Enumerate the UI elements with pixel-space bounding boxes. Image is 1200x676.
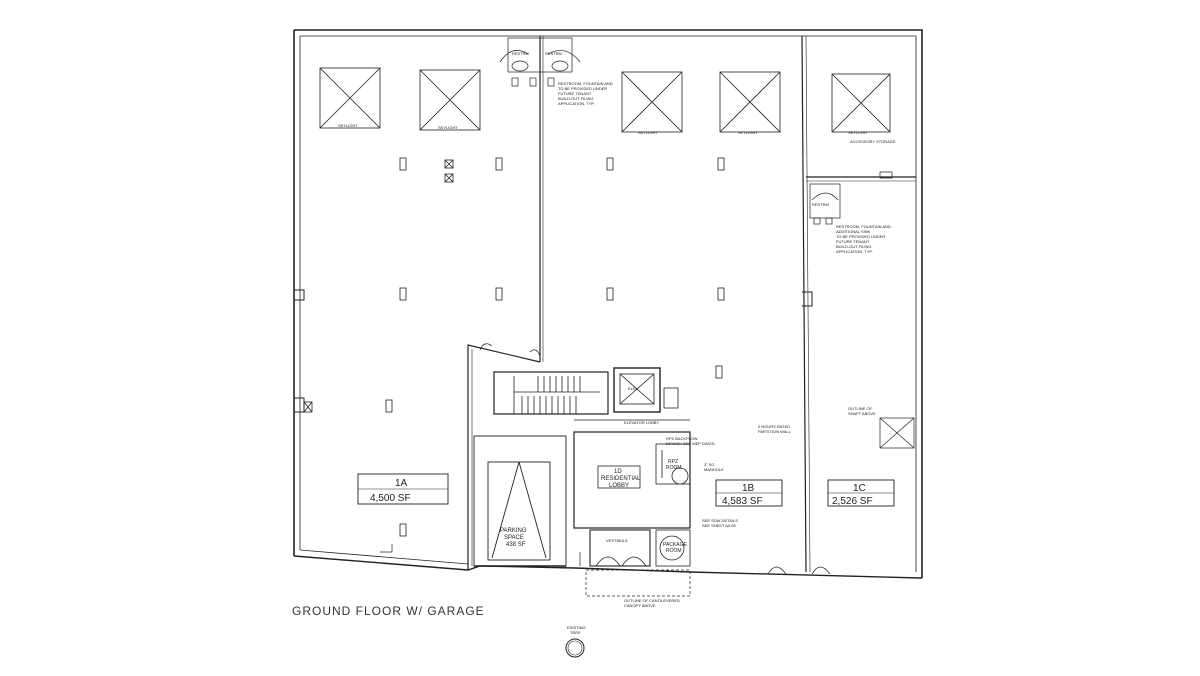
svg-text:ROOM: ROOM bbox=[666, 465, 682, 471]
restroom-note-right: RESTROOM, FOUNTAIN AND ADDITIONAL SINK T… bbox=[836, 224, 891, 254]
unit-area: 4,583 SF bbox=[722, 496, 763, 507]
svg-text:TREE: TREE bbox=[570, 630, 581, 635]
core bbox=[493, 367, 691, 567]
skylights bbox=[319, 67, 891, 133]
elevator-lobby-label: ELEVATOR LOBBY bbox=[624, 420, 659, 425]
shaft-outline bbox=[879, 417, 915, 449]
skylight-5 bbox=[831, 73, 891, 133]
restroom-label: RESTRM bbox=[812, 202, 829, 207]
svg-text:BUILD-OUT FILING: BUILD-OUT FILING bbox=[558, 96, 594, 101]
svg-text:APPLICATION, TYP.: APPLICATION, TYP. bbox=[836, 249, 873, 254]
svg-text:CANOPY ABOVE: CANOPY ABOVE bbox=[624, 603, 656, 608]
skylight-label: SKYLIGHT bbox=[638, 130, 658, 135]
vestibule-label: VESTIBULE bbox=[606, 538, 628, 543]
svg-text:PARTITION WALL: PARTITION WALL bbox=[758, 429, 792, 434]
svg-text:RPZ BACKFLOW: RPZ BACKFLOW bbox=[666, 436, 698, 441]
svg-text:PARKING: PARKING bbox=[500, 528, 527, 534]
unit-area: 2,526 SF bbox=[832, 496, 873, 507]
skylight-1 bbox=[319, 67, 381, 129]
plan-title: GROUND FLOOR W/ GARAGE bbox=[292, 604, 485, 618]
elevator-label: ELEV. bbox=[628, 386, 639, 391]
unit-id: 1B bbox=[742, 483, 755, 494]
svg-text:SPACE: SPACE bbox=[504, 535, 524, 541]
svg-text:APPLICATION, TYP.: APPLICATION, TYP. bbox=[558, 101, 595, 106]
svg-text:FUTURE TENANT: FUTURE TENANT bbox=[836, 239, 870, 244]
skylight-2 bbox=[419, 69, 481, 131]
svg-text:BUILD-OUT FILING: BUILD-OUT FILING bbox=[836, 244, 872, 249]
parking-label: PARKING SPACE 438 SF bbox=[500, 528, 527, 548]
unit-id: 1A bbox=[395, 478, 408, 489]
washer-note: 3" SG MANHOLE bbox=[704, 462, 724, 472]
garage bbox=[473, 435, 567, 567]
partition-note: 2 HOURS RATED PARTITION WALL bbox=[758, 424, 792, 434]
svg-text:RPZ: RPZ bbox=[668, 459, 678, 465]
residential-lobby-label: 1D RESIDENTIAL LOBBY bbox=[601, 469, 641, 489]
restrooms-top bbox=[499, 37, 581, 87]
unit-1c-box: 1C 2,526 SF bbox=[827, 479, 895, 507]
restroom-note-top: RESTROOM, FOUNTAIN AND TO BE PROVIDED UN… bbox=[558, 81, 613, 106]
skylight-label: SKYLIGHT bbox=[438, 125, 458, 130]
shaft-note: OUTLINE OF SHAFT ABOVE bbox=[848, 406, 876, 416]
svg-text:1D: 1D bbox=[614, 469, 622, 475]
rpz-room-label: RPZ ROOM bbox=[666, 459, 682, 471]
svg-text:3" SG: 3" SG bbox=[704, 462, 715, 467]
canopy-outline bbox=[585, 569, 691, 597]
svg-text:2 HOURS RATED: 2 HOURS RATED bbox=[758, 424, 790, 429]
partitions bbox=[467, 35, 916, 573]
restroom-label: RESTRM bbox=[512, 51, 529, 56]
svg-text:MANHOLE: MANHOLE bbox=[704, 467, 724, 472]
canopy-note: OUTLINE OF CANTILEVERED CANOPY ABOVE bbox=[624, 598, 680, 608]
svg-text:LOBBY: LOBBY bbox=[609, 483, 629, 489]
accessory-storage-label: ACCESSORY STORAGE bbox=[850, 139, 896, 144]
svg-text:FUTURE TENANT: FUTURE TENANT bbox=[558, 91, 592, 96]
svg-text:OUTLINE OF CANTILEVERED: OUTLINE OF CANTILEVERED bbox=[624, 598, 680, 603]
svg-text:RESTROOM, FOUNTAIN AND: RESTROOM, FOUNTAIN AND bbox=[836, 224, 891, 229]
svg-text:ADDITIONAL SINK: ADDITIONAL SINK bbox=[836, 229, 871, 234]
unit-id: 1C bbox=[853, 483, 866, 494]
doors bbox=[380, 343, 831, 575]
svg-text:DEVICE, SEE MEP DWGS.: DEVICE, SEE MEP DWGS. bbox=[666, 441, 716, 446]
skylight-3 bbox=[621, 71, 683, 133]
svg-text:TO BE PROVIDED UNDER: TO BE PROVIDED UNDER bbox=[836, 234, 885, 239]
skylight-label: SKYLIGHT bbox=[738, 130, 758, 135]
svg-text:EXISTING: EXISTING bbox=[567, 625, 586, 630]
svg-text:TO BE PROVIDED UNDER: TO BE PROVIDED UNDER bbox=[558, 86, 607, 91]
skylight-label: SKYLIGHT bbox=[338, 123, 358, 128]
restroom-1c bbox=[809, 171, 893, 225]
package-room-label: PACKAGE ROOM bbox=[663, 542, 687, 554]
skylight-4 bbox=[719, 71, 781, 133]
svg-text:RESTROOM, FOUNTAIN AND: RESTROOM, FOUNTAIN AND bbox=[558, 81, 613, 86]
restroom-label: RESTRM bbox=[545, 51, 562, 56]
svg-text:ROOM: ROOM bbox=[666, 548, 682, 554]
svg-text:SEE SHEET A0.05: SEE SHEET A0.05 bbox=[702, 523, 736, 528]
svg-text:RESIDENTIAL: RESIDENTIAL bbox=[601, 476, 641, 482]
svg-text:438 SF: 438 SF bbox=[506, 542, 526, 548]
unit-1a-box: 1A 4,500 SF bbox=[357, 473, 449, 505]
exterior-walls bbox=[293, 29, 923, 579]
unit-area: 4,500 SF bbox=[370, 493, 411, 504]
existing-tree bbox=[565, 638, 585, 658]
skylight-label: SKYLIGHT bbox=[848, 130, 868, 135]
tree-note: EXISTING TREE bbox=[567, 625, 586, 635]
svg-text:SEE SDW DETAILS: SEE SDW DETAILS bbox=[702, 518, 738, 523]
svg-text:SHAFT ABOVE: SHAFT ABOVE bbox=[848, 411, 876, 416]
unit-1b-box: 1B 4,583 SF bbox=[715, 479, 783, 507]
svg-text:PACKAGE: PACKAGE bbox=[663, 542, 687, 548]
rpz-device-note: RPZ BACKFLOW DEVICE, SEE MEP DWGS. bbox=[666, 436, 716, 446]
sidewalk-note: SEE SDW DETAILS SEE SHEET A0.05 bbox=[702, 518, 738, 528]
svg-text:OUTLINE OF: OUTLINE OF bbox=[848, 406, 873, 411]
columns bbox=[303, 157, 725, 537]
